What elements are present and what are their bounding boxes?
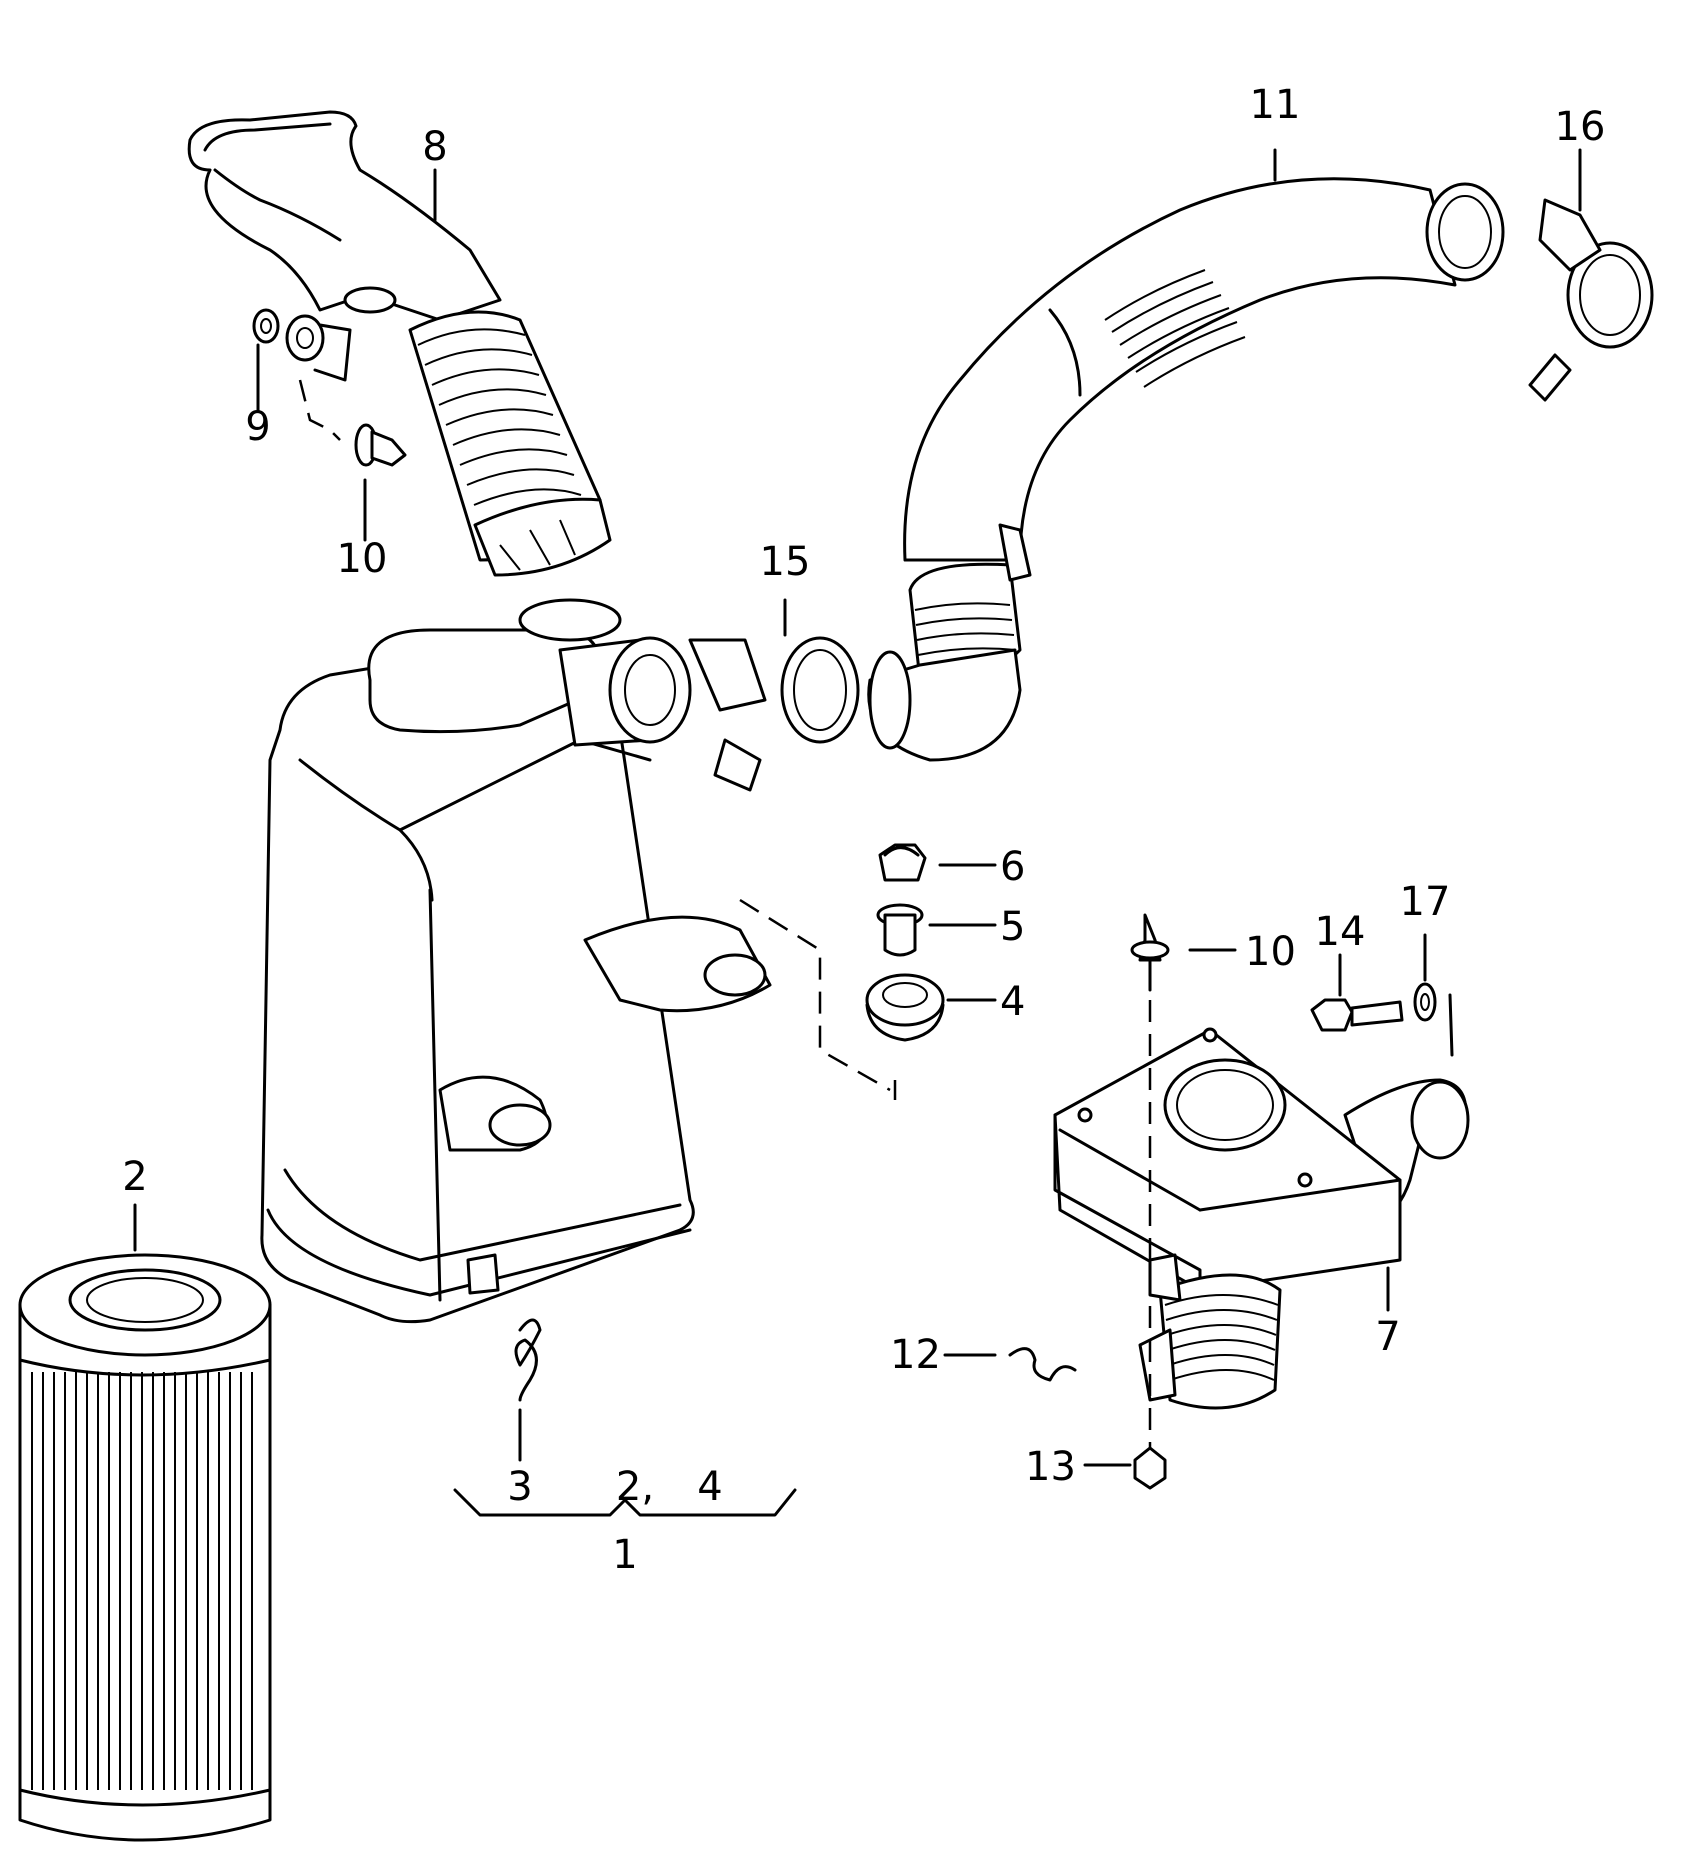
nut-part-13 [1133, 1446, 1167, 1490]
intake-duct-part-8 [187, 110, 612, 577]
callout-4: 4 [1000, 979, 1025, 1025]
callout-labels: 8 9 10 11 16 15 6 5 4 10 14 17 7 12 13 2… [122, 82, 1605, 1578]
callout-12: 12 [890, 1332, 941, 1378]
air-hose-part-11 [867, 177, 1505, 762]
spacer-sleeve-part-5 [876, 903, 924, 957]
callout-11: 11 [1250, 82, 1301, 128]
callout-8: 8 [422, 124, 447, 170]
callout-4-group: 4 [697, 1464, 722, 1510]
callout-10-right: 10 [1245, 929, 1296, 975]
spring-clip-part-3 [514, 1318, 542, 1402]
rubber-grommet-part-4 [865, 973, 945, 1042]
wire-clip-part-12 [1008, 1347, 1077, 1382]
resonator-housing-part-7 [1053, 1027, 1470, 1410]
duct-grommet [285, 314, 352, 382]
push-rivet-part-10-right [1130, 913, 1170, 1460]
hose-clamp-part-15 [688, 636, 860, 792]
callout-1: 1 [612, 1532, 637, 1578]
callout-16: 16 [1555, 104, 1606, 150]
filter-element-part-2 [18, 1253, 272, 1842]
callout-9: 9 [245, 404, 270, 450]
callout-13: 13 [1025, 1444, 1076, 1490]
callout-7: 7 [1375, 1314, 1400, 1360]
callout-3: 3 [507, 1464, 532, 1510]
callout-14: 14 [1315, 909, 1366, 955]
hose-clamp-part-16 [1528, 198, 1654, 402]
leader-lines [133, 148, 1582, 1517]
air-filter-housing [260, 598, 772, 1324]
callout-2-group: 2, [616, 1464, 654, 1510]
push-rivet-part-10-left [298, 379, 407, 467]
washer-part-17 [1413, 982, 1454, 1057]
callout-10-left: 10 [337, 536, 388, 582]
callout-6: 6 [1000, 844, 1025, 890]
bolt-part-14 [1310, 998, 1404, 1032]
callout-17: 17 [1400, 879, 1451, 925]
callout-15: 15 [760, 539, 811, 585]
washer-part-9 [252, 308, 280, 344]
cap-nut-part-6 [878, 843, 927, 882]
callout-5: 5 [1000, 904, 1025, 950]
callout-2-filter: 2 [122, 1154, 147, 1200]
assembly-dashed-lines [739, 898, 897, 1100]
